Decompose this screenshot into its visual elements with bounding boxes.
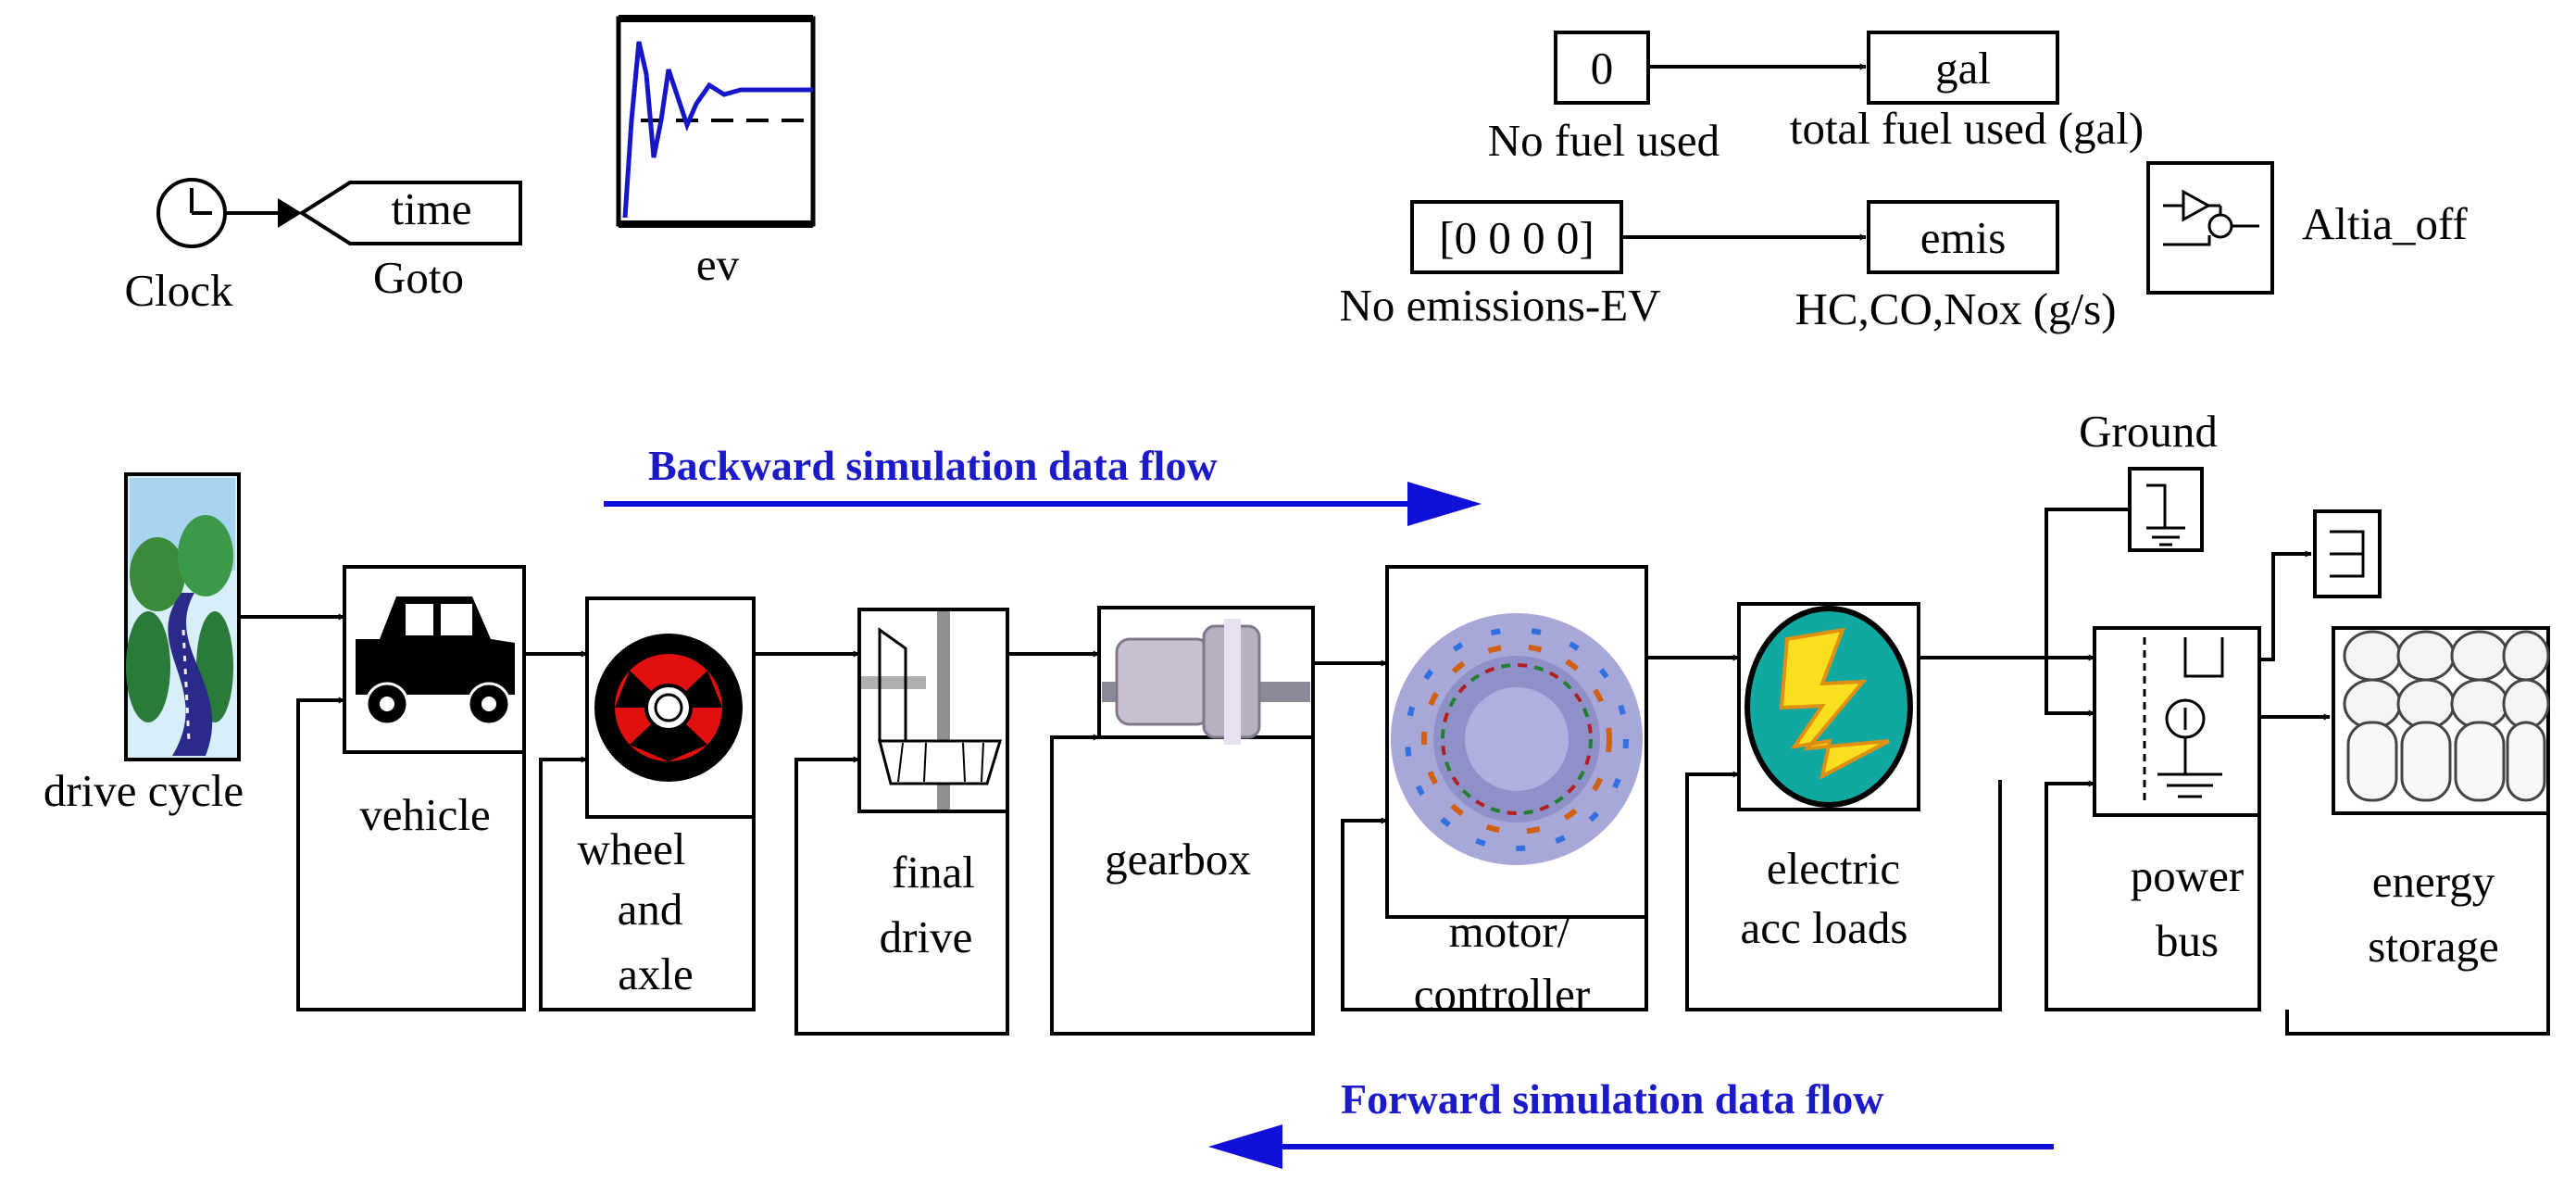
- backward-flow-arrowhead: [1407, 482, 1482, 526]
- gearbox-block[interactable]: [1097, 606, 1315, 745]
- motor-label-2: controller: [1414, 969, 1590, 1020]
- gearbox-label: gearbox: [1105, 834, 1251, 885]
- emis-goto-tag: emis: [1920, 212, 2007, 263]
- wheel-axle-label-1: wheel: [578, 823, 686, 874]
- scope-block[interactable]: [616, 15, 816, 228]
- energy-storage-block[interactable]: [2332, 626, 2550, 815]
- emis-goto-block[interactable]: [1867, 200, 2059, 274]
- goto-label: Goto: [373, 252, 464, 303]
- const-emis-block[interactable]: [1410, 200, 1623, 274]
- clock-block[interactable]: [156, 178, 227, 248]
- final-drive-block[interactable]: [857, 608, 1009, 813]
- final-drive-label-2: drive: [880, 911, 973, 962]
- signal-wires: [239, 508, 2550, 1036]
- drive-cycle-block[interactable]: [124, 472, 241, 761]
- altia-block[interactable]: [2146, 161, 2274, 295]
- energy-storage-label-1: energy: [2372, 856, 2495, 907]
- drive-cycle-label: drive cycle: [44, 765, 244, 816]
- goto-tag: time: [391, 183, 471, 234]
- motor-label-1: motor/: [1449, 906, 1570, 957]
- power-bus-label-1: power: [2131, 850, 2244, 901]
- altia-label: Altia_off: [2302, 198, 2468, 249]
- acc-loads-block[interactable]: [1737, 602, 1920, 811]
- power-bus-block[interactable]: [2093, 626, 2261, 817]
- scope-label: ev: [696, 239, 740, 290]
- clock-label: Clock: [124, 265, 233, 316]
- terminator-block[interactable]: [2313, 509, 2382, 598]
- fuel-goto-tag: gal: [1935, 43, 1991, 94]
- const-fuel-label: No fuel used: [1488, 115, 1719, 166]
- ground-label: Ground: [2079, 406, 2218, 457]
- final-drive-label-1: final: [892, 847, 975, 898]
- motor-controller-block[interactable]: [1385, 565, 1648, 919]
- energy-storage-label-2: storage: [2368, 921, 2499, 972]
- wheel-axle-block[interactable]: [585, 596, 756, 819]
- wheel-axle-label-2: and: [618, 884, 683, 935]
- goto-block[interactable]: [298, 181, 522, 245]
- fuel-goto-label: total fuel used (gal): [1790, 103, 2144, 154]
- scope-trace: [622, 41, 813, 219]
- backward-flow-label: Backward simulation data flow: [648, 442, 1218, 489]
- forward-flow-label: Forward simulation data flow: [1341, 1075, 1884, 1123]
- forward-flow-arrowhead: [1208, 1124, 1282, 1169]
- emis-goto-label: HC,CO,Nox (g/s): [1794, 283, 2116, 334]
- ground-block[interactable]: [2128, 467, 2204, 552]
- const-fuel-value: 0: [1591, 43, 1614, 94]
- wheel-axle-label-3: axle: [618, 948, 694, 999]
- vehicle-label: vehicle: [359, 789, 490, 840]
- acc-loads-label-2: acc loads: [1741, 902, 1908, 953]
- acc-loads-label-1: electric: [1767, 843, 1900, 894]
- vehicle-block[interactable]: [343, 565, 526, 754]
- power-bus-label-2: bus: [2156, 915, 2219, 966]
- const-emis-label: No emissions-EV: [1339, 280, 1660, 331]
- clock-arrowhead: [278, 198, 302, 228]
- const-emis-value: [0 0 0 0]: [1439, 212, 1594, 263]
- fuel-goto-block[interactable]: [1867, 31, 2059, 105]
